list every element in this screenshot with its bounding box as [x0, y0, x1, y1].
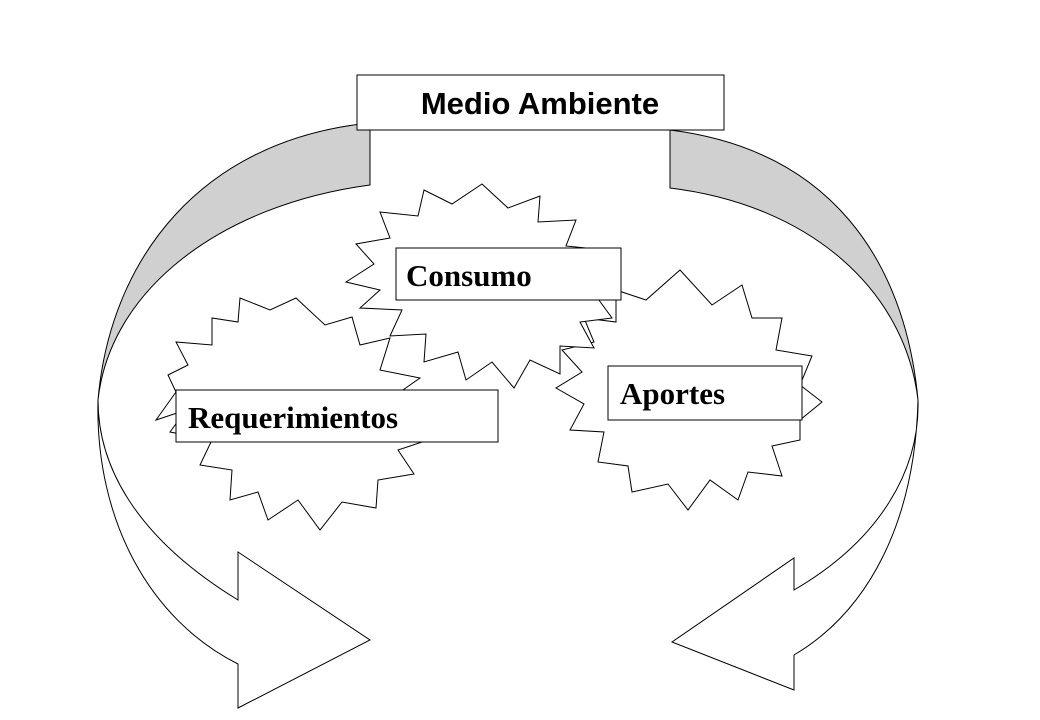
- right-arrow-lower: [670, 399, 919, 691]
- title-box-frame: [356, 74, 725, 131]
- consumo-burst: Consumo: [344, 183, 622, 389]
- title-box: Medio Ambiente: [356, 74, 725, 131]
- diagram-title: Medio Ambiente: [421, 86, 659, 121]
- consumo-label-box: [395, 247, 622, 301]
- requerimientos-burst: Requerimientos: [154, 297, 499, 531]
- consumo-label: Consumo: [406, 258, 532, 293]
- aportes-label: Aportes: [620, 376, 725, 411]
- requerimientos-label: Requerimientos: [188, 400, 398, 435]
- requerimientos-label-box: [175, 389, 499, 443]
- aportes-burst: Aportes: [555, 269, 823, 511]
- left-arrow-lower: [97, 399, 371, 709]
- aportes-label-box: [607, 365, 803, 421]
